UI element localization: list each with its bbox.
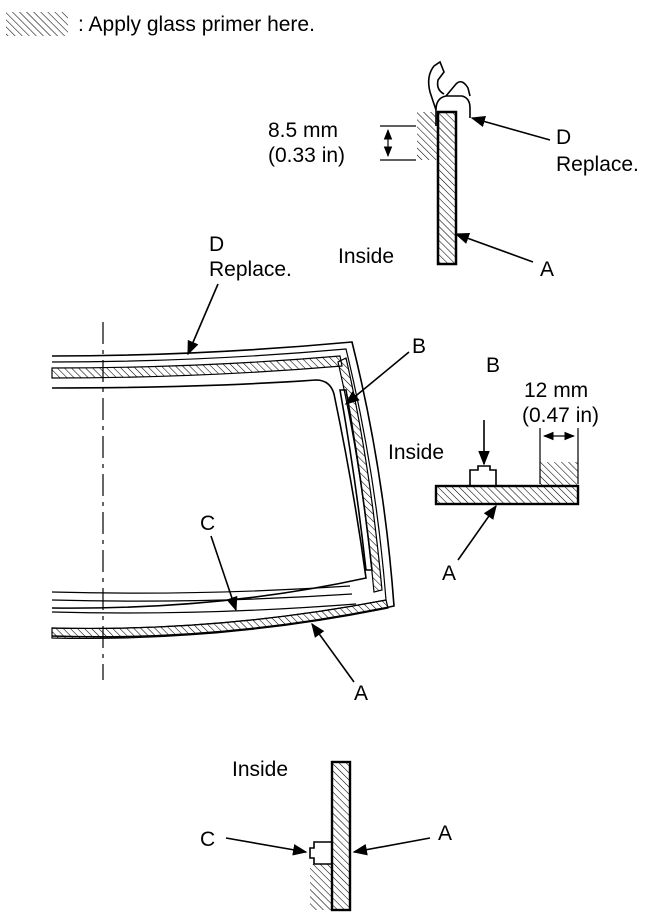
top-replace: Replace. <box>556 153 639 176</box>
top-inside: Inside <box>338 245 394 268</box>
fastener-strip-b <box>339 389 373 571</box>
primer-area <box>417 112 438 160</box>
legend-hatch-swatch <box>6 12 68 36</box>
main-label-a: A <box>354 682 368 705</box>
primer-area-side <box>540 462 578 486</box>
windshield-main-view: D Replace. B C A <box>51 233 426 705</box>
main-label-c: C <box>200 512 215 535</box>
legend-text: : Apply glass primer here. <box>78 13 315 36</box>
molding-d <box>427 60 471 126</box>
bottom-label-a: A <box>438 822 452 845</box>
glass-pane-bottom <box>330 760 352 912</box>
fastener-b <box>469 465 497 486</box>
bottom-section-detail: C A Inside <box>200 758 452 912</box>
glass-pane <box>436 110 458 266</box>
side-inside: Inside <box>388 441 444 464</box>
glass-pane-side <box>434 484 580 506</box>
side-label-b: B <box>486 354 500 377</box>
side-section-detail: B 12 mm (0.47 in) Inside A <box>388 354 599 585</box>
bottom-primer-band <box>51 599 389 640</box>
top-dim-mm: 8.5 mm <box>268 119 338 142</box>
main-replace: Replace. <box>209 258 292 281</box>
primer-area-bottom <box>310 864 332 910</box>
main-label-b: B <box>412 335 426 358</box>
side-dim-in: (0.47 in) <box>522 404 599 427</box>
top-label-d: D <box>556 126 571 149</box>
top-section-detail: 8.5 mm (0.33 in) D Replace. A Inside <box>268 60 639 281</box>
legend: : Apply glass primer here. <box>6 12 315 36</box>
main-label-d: D <box>209 233 224 256</box>
bottom-label-c: C <box>200 828 215 851</box>
side-dim-mm: 12 mm <box>524 379 588 402</box>
strip-c <box>309 841 332 865</box>
bottom-strip-c <box>51 585 357 614</box>
top-label-a: A <box>540 258 554 281</box>
top-dim-in: (0.33 in) <box>268 144 345 167</box>
side-label-a: A <box>442 562 456 585</box>
bottom-inside: Inside <box>232 758 288 781</box>
